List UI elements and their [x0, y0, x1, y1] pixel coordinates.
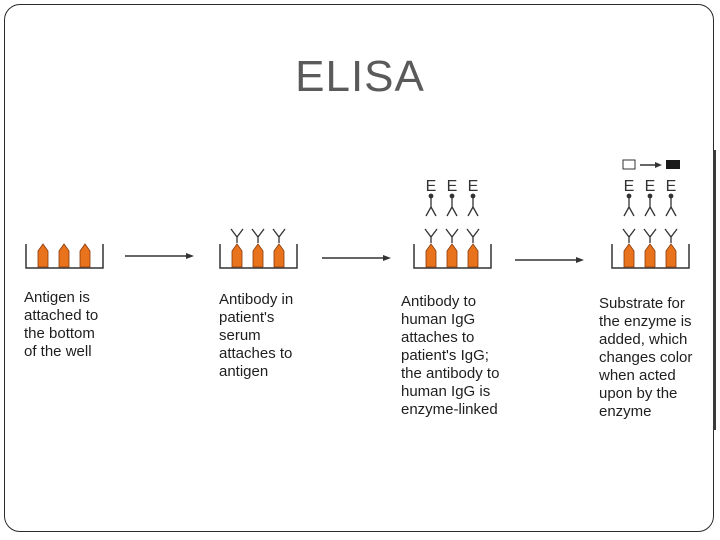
colored-product-box — [666, 160, 680, 169]
anti-human-igg-antibody — [665, 197, 677, 217]
antigen-group — [231, 243, 285, 268]
caption-line: patient's IgG; — [401, 347, 489, 364]
antigen — [425, 243, 437, 268]
caption-line: attaches to — [401, 329, 475, 346]
caption-line: changes color — [599, 349, 693, 366]
anti-human-igg-antibody — [425, 197, 437, 217]
anti-human-igg-antibody — [446, 197, 458, 217]
antigen-group — [623, 243, 677, 268]
well-step-2 — [219, 228, 298, 269]
antigen — [467, 243, 479, 268]
enzyme-link-dot — [626, 193, 632, 199]
caption-line: human IgG is — [401, 383, 491, 400]
patient-antibody — [445, 228, 459, 243]
substrate-reaction — [622, 159, 680, 170]
patient-antibody — [643, 228, 657, 243]
caption-line: Antigen is — [24, 289, 90, 306]
anti-human-igg-antibody — [467, 197, 479, 217]
caption-step-3: Antibody to human IgG attaches to patien… — [401, 293, 499, 419]
caption-line: serum — [219, 327, 261, 344]
patient-antibody-group — [622, 228, 678, 243]
enzyme-label: E — [468, 178, 479, 195]
substrate-box — [622, 159, 636, 170]
caption-line: Antibody to — [401, 293, 477, 310]
antigen — [231, 243, 243, 268]
well-outline — [611, 244, 690, 269]
enzyme-link-dot — [449, 193, 455, 199]
antigen — [58, 243, 70, 268]
antigen — [644, 243, 656, 268]
patient-antibody — [466, 228, 480, 243]
antigen — [79, 243, 91, 268]
enzyme-link-dot — [428, 193, 434, 199]
antigen — [37, 243, 49, 268]
enzyme-label: E — [426, 178, 437, 195]
well-outline — [219, 244, 298, 269]
caption-line: enzyme-linked — [401, 401, 498, 418]
enzyme-label: E — [447, 178, 458, 195]
antigen-group — [425, 243, 479, 268]
caption-line: the enzyme is — [599, 313, 692, 330]
patient-antibody — [622, 228, 636, 243]
patient-antibody — [664, 228, 678, 243]
caption-line: Substrate for — [599, 295, 685, 312]
antigen — [252, 243, 264, 268]
caption-line: attaches to — [219, 345, 293, 362]
enzyme-link-dot — [470, 193, 476, 199]
well-outline — [413, 244, 492, 269]
anti-human-igg-antibody — [623, 197, 635, 217]
caption-line: attached to — [24, 307, 99, 324]
well-step-1 — [25, 243, 104, 269]
enzyme-label: E — [666, 178, 677, 195]
caption-line: patient's — [219, 309, 275, 326]
arrow-3 — [515, 257, 584, 263]
patient-antibody-group — [230, 228, 286, 243]
enzyme-link-dot — [647, 193, 653, 199]
antigen-group — [37, 243, 91, 268]
patient-antibody — [424, 228, 438, 243]
caption-line: human IgG — [401, 311, 476, 328]
enzyme-label: E — [645, 178, 656, 195]
caption-line: upon by the — [599, 385, 678, 402]
antigen — [623, 243, 635, 268]
antigen — [273, 243, 285, 268]
caption-line: added, which — [599, 331, 688, 348]
patient-antibody — [251, 228, 265, 243]
antigen — [665, 243, 677, 268]
figure-edge — [713, 150, 716, 430]
anti-human-igg-antibody — [644, 197, 656, 217]
slide-frame — [4, 4, 714, 532]
caption-line: enzyme — [599, 403, 652, 420]
caption-line: the bottom — [24, 325, 95, 342]
caption-step-4: Substrate for the enzyme is added, which… — [599, 295, 692, 421]
arrow-2 — [322, 255, 391, 261]
caption-line: Antibody in — [219, 291, 294, 308]
antigen — [446, 243, 458, 268]
patient-antibody-group — [424, 228, 480, 243]
patient-antibody — [230, 228, 244, 243]
caption-line: the antibody to — [401, 365, 500, 382]
caption-line: of the well — [24, 343, 92, 360]
caption-step-2: Antibody in patient's serum attaches to … — [219, 291, 293, 381]
caption-line: antigen — [219, 363, 269, 380]
caption-line: when acted — [599, 367, 676, 384]
well-outline — [25, 244, 104, 269]
caption-step-1: Antigen is attached to the bottom of the… — [24, 289, 98, 361]
enzyme-label: E — [624, 178, 635, 195]
patient-antibody — [272, 228, 286, 243]
slide-title: ELISA — [295, 52, 425, 101]
enzyme-link-dot — [668, 193, 674, 199]
arrow-1 — [125, 253, 194, 259]
